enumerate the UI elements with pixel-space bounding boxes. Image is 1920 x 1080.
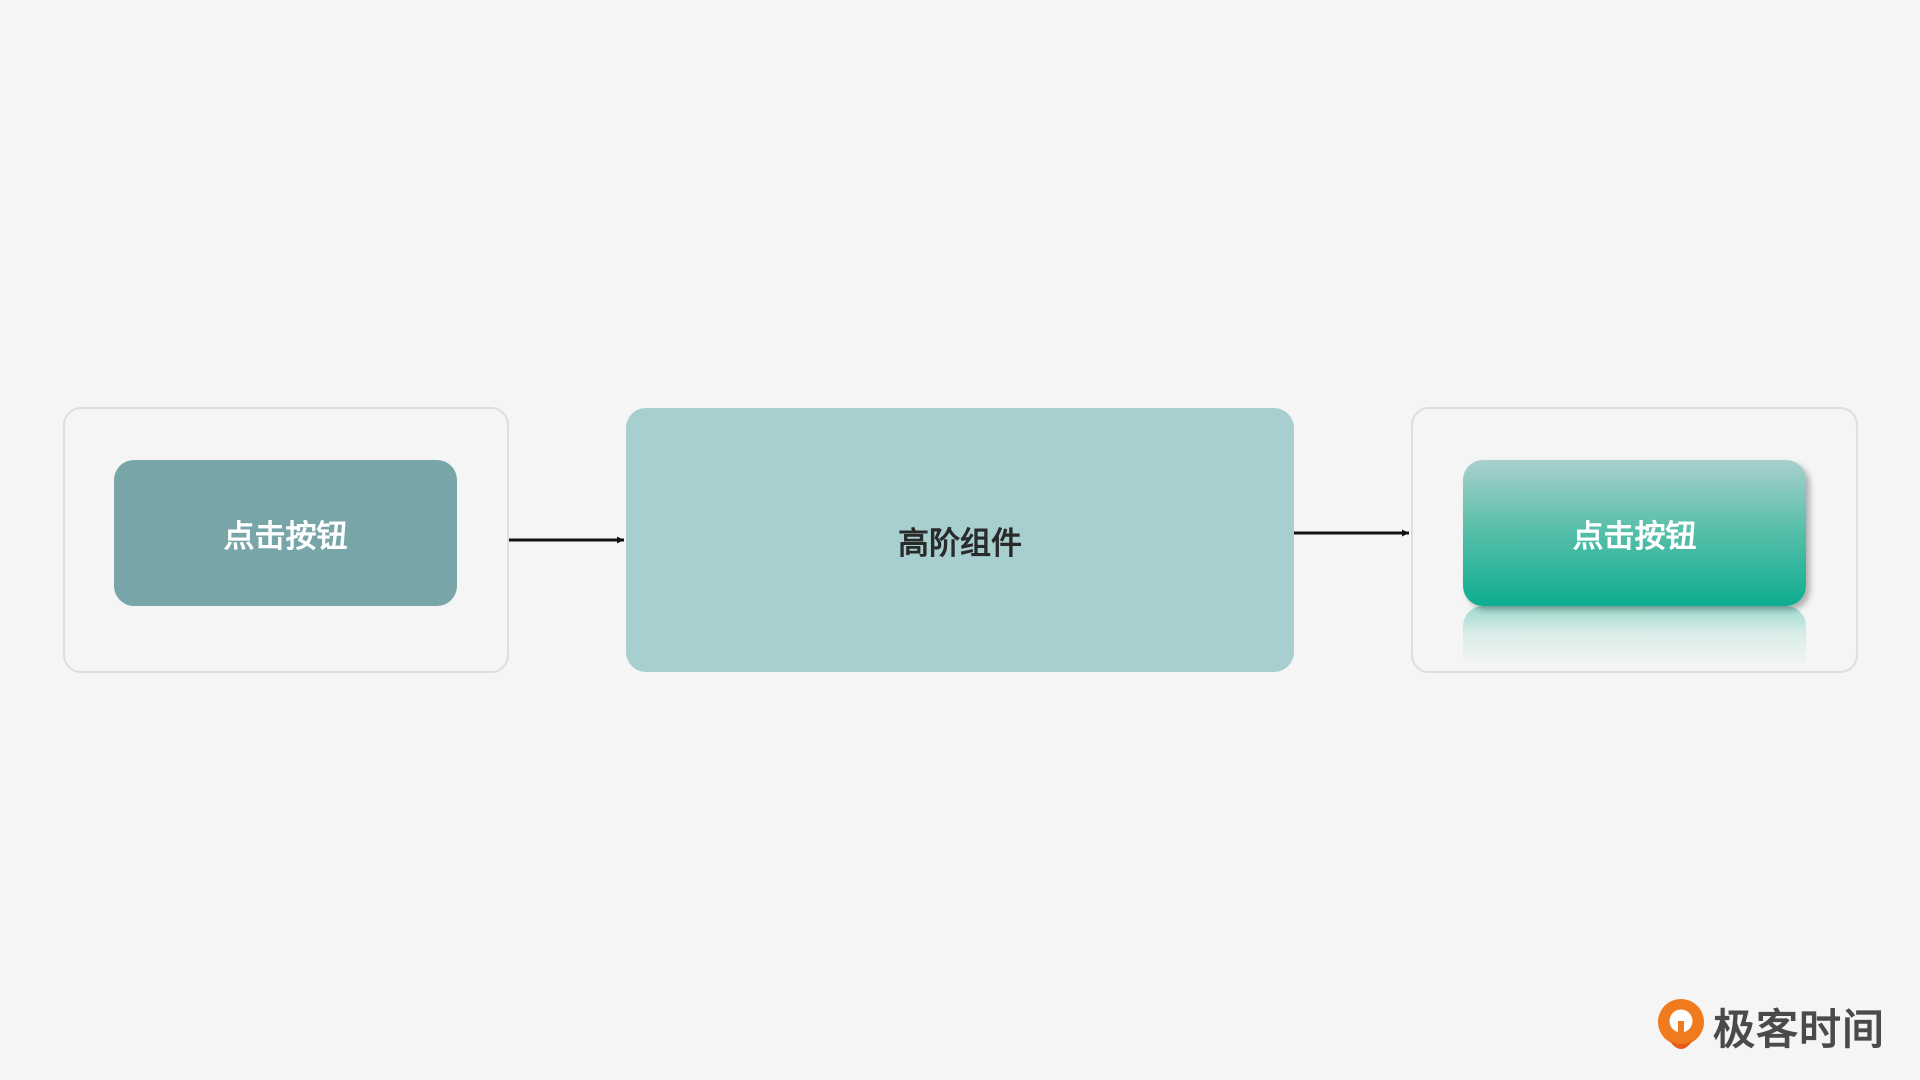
plain-click-button[interactable]: 点击按钮: [114, 460, 457, 606]
geektime-logo: 极客时间: [1655, 996, 1885, 1057]
logo-text: 极客时间: [1713, 1005, 1886, 1054]
enhanced-button-reflection: [1463, 606, 1806, 666]
enhanced-click-button[interactable]: 点击按钮: [1463, 460, 1806, 606]
geektime-logo-icon: [1658, 998, 1704, 1049]
higher-order-component-box: 高阶组件: [626, 408, 1294, 672]
